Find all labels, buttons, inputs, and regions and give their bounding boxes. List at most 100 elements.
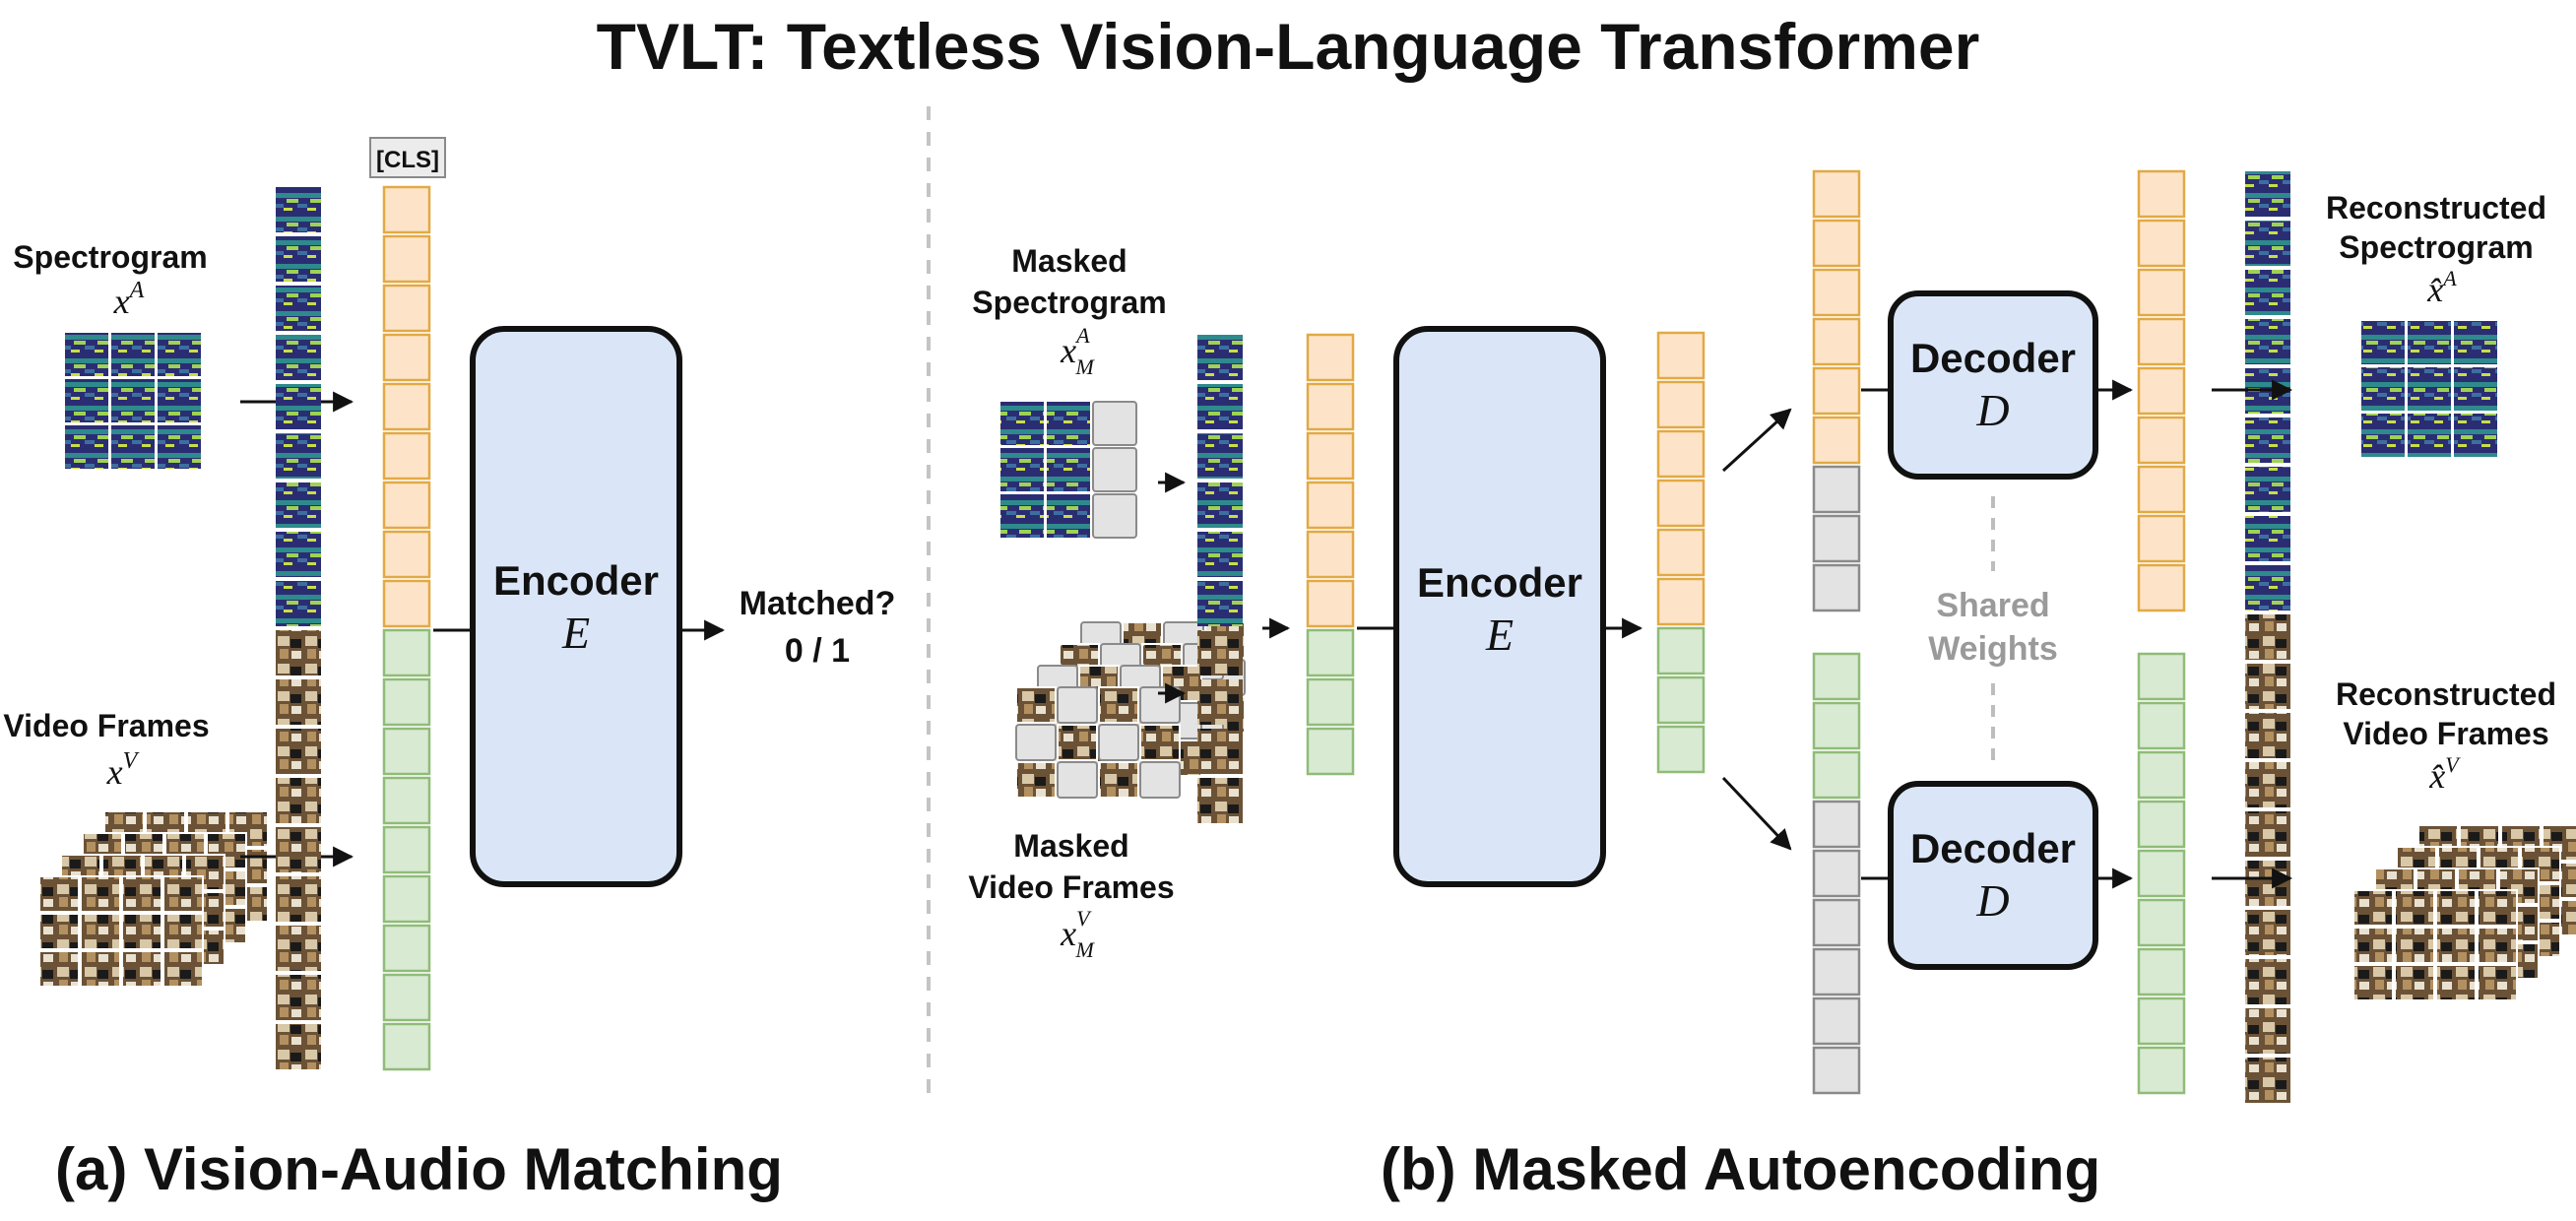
video-patch — [2245, 713, 2290, 758]
video-patch — [1139, 724, 1181, 761]
video-patch — [276, 1024, 321, 1069]
spectrogram-patch — [2361, 414, 2405, 457]
video-patch — [276, 876, 321, 922]
audio-token — [382, 579, 431, 628]
video-token — [382, 924, 431, 973]
audio-token — [1812, 366, 1861, 416]
video-frames-label: Video Frames — [3, 708, 209, 743]
mask-token — [1812, 1046, 1861, 1095]
video-patch — [1015, 686, 1057, 724]
video-patch — [276, 827, 321, 872]
shared-weights-label-2: Weights — [1928, 630, 2058, 668]
video-patch — [2245, 1008, 2290, 1054]
audio-token — [382, 431, 431, 481]
masked-patch — [1057, 686, 1098, 724]
video-patch — [2245, 664, 2290, 709]
video-patch — [276, 630, 321, 675]
audio-token — [1656, 479, 1706, 528]
video-patch — [276, 679, 321, 725]
reconstructed-video-frames-image — [2352, 824, 2576, 1001]
audio-token — [382, 284, 431, 333]
masked-spectrogram-label-2: Spectrogram — [972, 285, 1166, 320]
recon-spectrogram-label-1: Reconstructed — [2326, 190, 2546, 225]
shared-weights-label-1: Shared — [1936, 587, 2049, 624]
spectrogram-patch — [276, 236, 321, 282]
panel-a-caption: (a) Vision-Audio Matching — [55, 1136, 783, 1202]
video-token — [1306, 628, 1355, 677]
spectrogram-patch — [1000, 402, 1044, 445]
mask-token — [1812, 563, 1861, 612]
spectrogram-patch — [276, 286, 321, 331]
bottom-decoder-output-tokens — [2137, 652, 2186, 1095]
video-patch — [2435, 889, 2477, 927]
masked-spectrogram-image — [1000, 401, 1137, 539]
encoder-label: Encoder — [493, 557, 659, 604]
video-token — [2137, 652, 2186, 701]
video-patch — [2352, 927, 2394, 964]
video-patch — [1015, 761, 1057, 799]
audio-token — [382, 481, 431, 530]
audio-token — [382, 234, 431, 284]
video-token — [2137, 1046, 2186, 1095]
bottom-decoder-input-tokens — [1812, 652, 1861, 1095]
audio-token — [1812, 416, 1861, 465]
recon-video-label-1: Reconstructed — [2336, 676, 2556, 712]
spectrogram-patch — [111, 425, 155, 469]
audio-token — [1656, 528, 1706, 577]
encoder-block-b — [1393, 326, 1606, 887]
spectrogram-patch — [276, 384, 321, 429]
audio-token — [1812, 219, 1861, 268]
video-patch — [2245, 614, 2290, 660]
video-patch — [162, 950, 204, 988]
video-token — [1812, 750, 1861, 800]
masked-video-label-1: Masked — [1013, 828, 1128, 864]
video-patch — [121, 875, 162, 913]
top-decoder-output-tokens — [2137, 169, 2186, 612]
masked-patch — [1098, 724, 1139, 761]
video-patch — [38, 950, 80, 988]
video-patch — [276, 975, 321, 1020]
spectrogram-patch — [2245, 565, 2290, 610]
video-patch — [2394, 964, 2435, 1001]
spectrogram-patch — [2245, 221, 2290, 266]
video-patch — [121, 950, 162, 988]
decoder-top-block — [1888, 290, 2098, 480]
spectrogram-patch — [276, 187, 321, 232]
video-patch — [38, 875, 80, 913]
input-patch-column — [276, 187, 321, 1069]
audio-token — [382, 333, 431, 382]
audio-token — [1656, 331, 1706, 380]
reconstructed-spectrogram-image — [2361, 321, 2497, 457]
visible-patch-column — [1197, 335, 1243, 823]
spectrogram-patch — [2245, 319, 2290, 364]
video-token — [1812, 652, 1861, 701]
video-patch — [1197, 630, 1243, 675]
spectrogram-patch — [2245, 171, 2290, 217]
encoder-block — [470, 326, 682, 887]
audio-token — [2137, 465, 2186, 514]
masked-patch — [1139, 761, 1181, 799]
spectrogram-patch — [1197, 482, 1243, 528]
matched-output: 0 / 1 — [785, 632, 850, 670]
spectrogram-patch — [65, 333, 108, 376]
video-patch — [276, 926, 321, 971]
video-token — [2137, 701, 2186, 750]
decoder-bottom-label: Decoder — [1910, 825, 2076, 871]
mask-token — [1812, 996, 1861, 1046]
video-patch — [2394, 889, 2435, 927]
video-frames-image — [38, 810, 269, 988]
spectrogram-patch — [2245, 270, 2290, 315]
decoder-top-symbol: D — [1975, 385, 2009, 435]
spectrogram-image — [65, 333, 201, 469]
video-patch — [2477, 889, 2518, 927]
video-patch — [2477, 927, 2518, 964]
audio-token — [2137, 169, 2186, 219]
video-patch — [2245, 910, 2290, 955]
panel-a: Spectrogram xA Video Frames xV [CLS] Enc… — [3, 137, 895, 1202]
video-token — [382, 1022, 431, 1071]
spectrogram-patch — [2454, 321, 2497, 364]
video-patch — [80, 950, 121, 988]
spectrogram-patch — [2408, 414, 2451, 457]
